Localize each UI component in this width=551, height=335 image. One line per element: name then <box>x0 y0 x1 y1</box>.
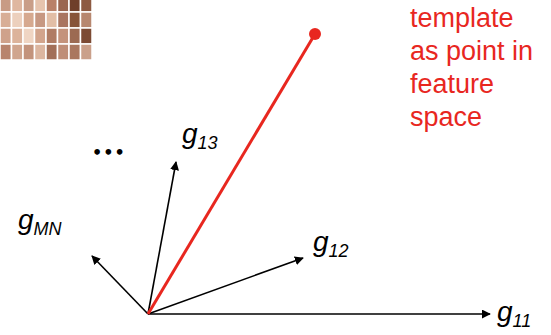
axis-label: gMN <box>18 206 62 238</box>
axis-label: g13 <box>182 120 218 152</box>
axis-label: g12 <box>313 228 349 260</box>
annotation-text: template as point in feature space <box>410 2 540 134</box>
ellipsis-mark: ••• <box>92 143 126 162</box>
axis-arrow <box>148 258 303 314</box>
template-point <box>309 28 321 40</box>
feature-axes <box>92 162 490 314</box>
axis-arrow <box>148 313 490 315</box>
skin-tone-grid <box>0 0 92 60</box>
axis-arrow <box>92 256 148 314</box>
axis-label: g11 <box>497 298 531 330</box>
template-vector <box>148 34 315 314</box>
